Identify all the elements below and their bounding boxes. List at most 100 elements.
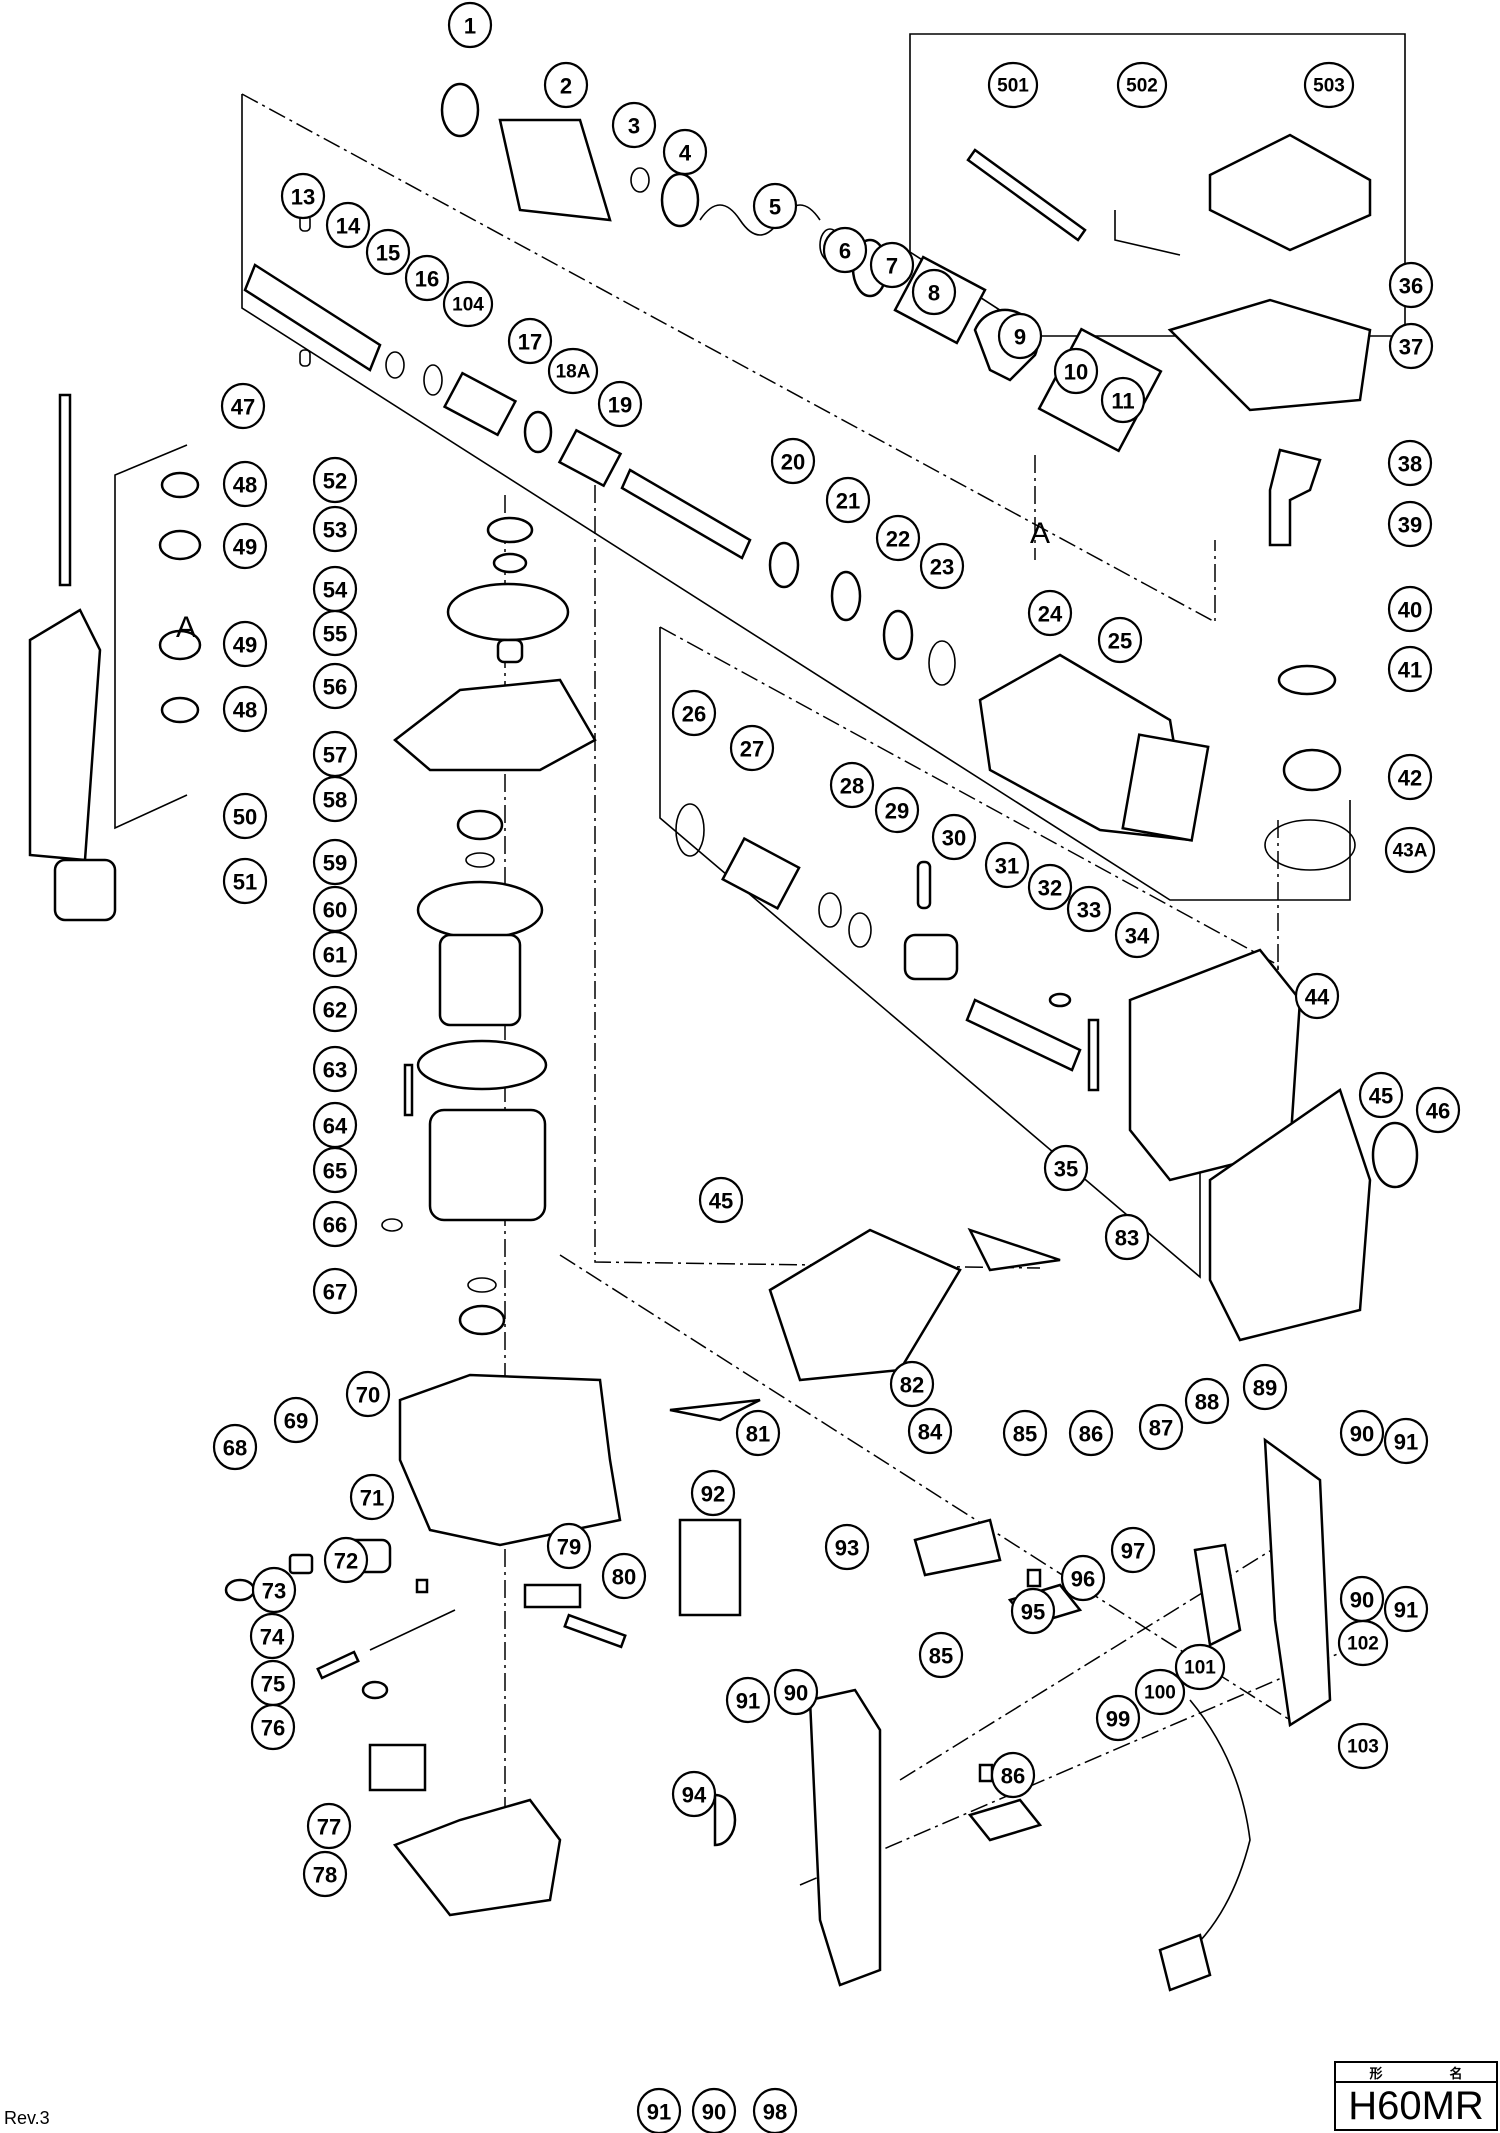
callout-part-75: 75 <box>250 1659 296 1707</box>
callout-number: 44 <box>1305 985 1330 1010</box>
callout-part-34: 34 <box>1114 911 1160 959</box>
callout-circle <box>1294 972 1340 1020</box>
callout-number: 73 <box>262 1579 286 1604</box>
callout-part-22: 22 <box>875 514 921 562</box>
seal-20 <box>768 541 800 589</box>
callout-part-27: 27 <box>729 724 775 772</box>
callout-part-42: 42 <box>1387 753 1433 801</box>
callout-circle <box>1066 885 1112 933</box>
hex-wrench-502 <box>1114 210 1181 256</box>
callout-number: 34 <box>1125 924 1150 949</box>
callout-circle <box>987 61 1039 109</box>
callout-number: 55 <box>323 622 347 647</box>
callout-circle <box>770 437 816 485</box>
callout-part-95: 95 <box>1010 1587 1056 1635</box>
holder-79 <box>523 1583 582 1609</box>
callout-part-83: 83 <box>1104 1213 1150 1261</box>
callout-circle <box>671 689 717 737</box>
connecting-rod <box>965 998 1082 1072</box>
callout-circle <box>1387 439 1433 487</box>
callout-circle <box>222 522 268 570</box>
callout-circle <box>829 761 875 809</box>
callout-number: 64 <box>323 1114 348 1139</box>
handle-axis-1 <box>559 1254 1291 1721</box>
callout-circle <box>220 382 266 430</box>
ring-49a <box>158 529 202 561</box>
terminal-block-76 <box>368 1743 427 1792</box>
callout-part-55: 55 <box>312 609 358 657</box>
callout-part-99: 99 <box>1095 1694 1141 1742</box>
callout-circle <box>1339 1409 1385 1457</box>
callout-part-91: 91 <box>1383 1585 1429 1633</box>
callout-circle <box>222 460 268 508</box>
callout-number: 86 <box>1001 1764 1025 1789</box>
callout-circle <box>1095 1694 1141 1742</box>
model-header-right: 名 <box>1449 2065 1463 2081</box>
callout-part-84: 84 <box>907 1407 953 1455</box>
callout-number: 70 <box>356 1383 380 1408</box>
part-drawings <box>28 82 1419 1992</box>
callout-labels: 1234567891011131415161041718A19202122232… <box>212 1 1461 2133</box>
view-reference-a-left: A <box>176 611 196 644</box>
callout-part-23: 23 <box>919 542 965 590</box>
view-reference-a-front: A <box>1030 517 1050 550</box>
callout-part-38: 38 <box>1387 439 1433 487</box>
callout-part-87: 87 <box>1138 1403 1184 1451</box>
callout-number: 49 <box>233 535 257 560</box>
callout-part-86: 86 <box>990 1751 1036 1799</box>
callout-number: 62 <box>323 998 347 1023</box>
callout-part-13: 13 <box>280 172 326 220</box>
callout-part-58: 58 <box>312 775 358 823</box>
callout-part-3: 3 <box>611 101 657 149</box>
callout-circle <box>931 813 977 861</box>
washer-32 <box>1048 992 1072 1008</box>
callout-number: 99 <box>1106 1707 1130 1732</box>
callout-circle <box>312 456 358 504</box>
callout-number: 90 <box>784 1681 808 1706</box>
callout-number: 6 <box>839 239 851 264</box>
callout-number: 90 <box>1350 1422 1374 1447</box>
front-assembly-axis <box>241 93 1216 624</box>
callout-circle <box>250 1703 296 1751</box>
callout-circle <box>1134 1668 1186 1716</box>
callout-circle <box>997 312 1043 360</box>
callout-part-41: 41 <box>1387 645 1433 693</box>
screw-62 <box>403 1063 414 1117</box>
knob-51 <box>53 858 117 922</box>
callout-part-19: 19 <box>597 380 643 428</box>
callout-part-17: 17 <box>507 317 553 365</box>
callout-number: 83 <box>1115 1226 1139 1251</box>
callout-circle <box>222 620 268 668</box>
callout-part-48: 48 <box>222 685 268 733</box>
bracket-56 <box>393 678 597 772</box>
cover-37 <box>1167 298 1372 412</box>
cap-85b <box>978 1763 994 1783</box>
callout-part-502: 502 <box>1116 61 1168 109</box>
callout-part-31: 31 <box>984 841 1030 889</box>
callout-number: 57 <box>323 743 347 768</box>
callout-number: 63 <box>323 1058 347 1083</box>
callout-number: 90 <box>702 2100 726 2125</box>
callout-circle <box>601 1552 647 1600</box>
callout-part-98: 98 <box>752 2087 798 2133</box>
callout-number: 11 <box>1111 389 1134 414</box>
callout-part-76: 76 <box>250 1703 296 1751</box>
callout-part-93: 93 <box>824 1523 870 1571</box>
callout-part-1: 1 <box>447 1 493 49</box>
callout-number: 56 <box>323 675 347 700</box>
callout-circle <box>546 1522 592 1570</box>
callout-part-67: 67 <box>312 1267 358 1315</box>
callout-number: 87 <box>1149 1416 1173 1441</box>
callout-circle <box>1174 1643 1226 1691</box>
callout-part-103: 103 <box>1337 1722 1389 1770</box>
callout-part-18A: 18A <box>547 347 599 395</box>
callout-circle <box>1242 1363 1288 1411</box>
callout-part-25: 25 <box>1097 616 1143 664</box>
callout-number: 1 <box>464 14 476 39</box>
callout-number: 20 <box>781 450 805 475</box>
callout-number: 68 <box>223 1436 247 1461</box>
callout-number: 10 <box>1064 360 1088 385</box>
callout-part-30: 30 <box>931 813 977 861</box>
callout-part-28: 28 <box>829 761 875 809</box>
callout-circle <box>691 2087 737 2133</box>
